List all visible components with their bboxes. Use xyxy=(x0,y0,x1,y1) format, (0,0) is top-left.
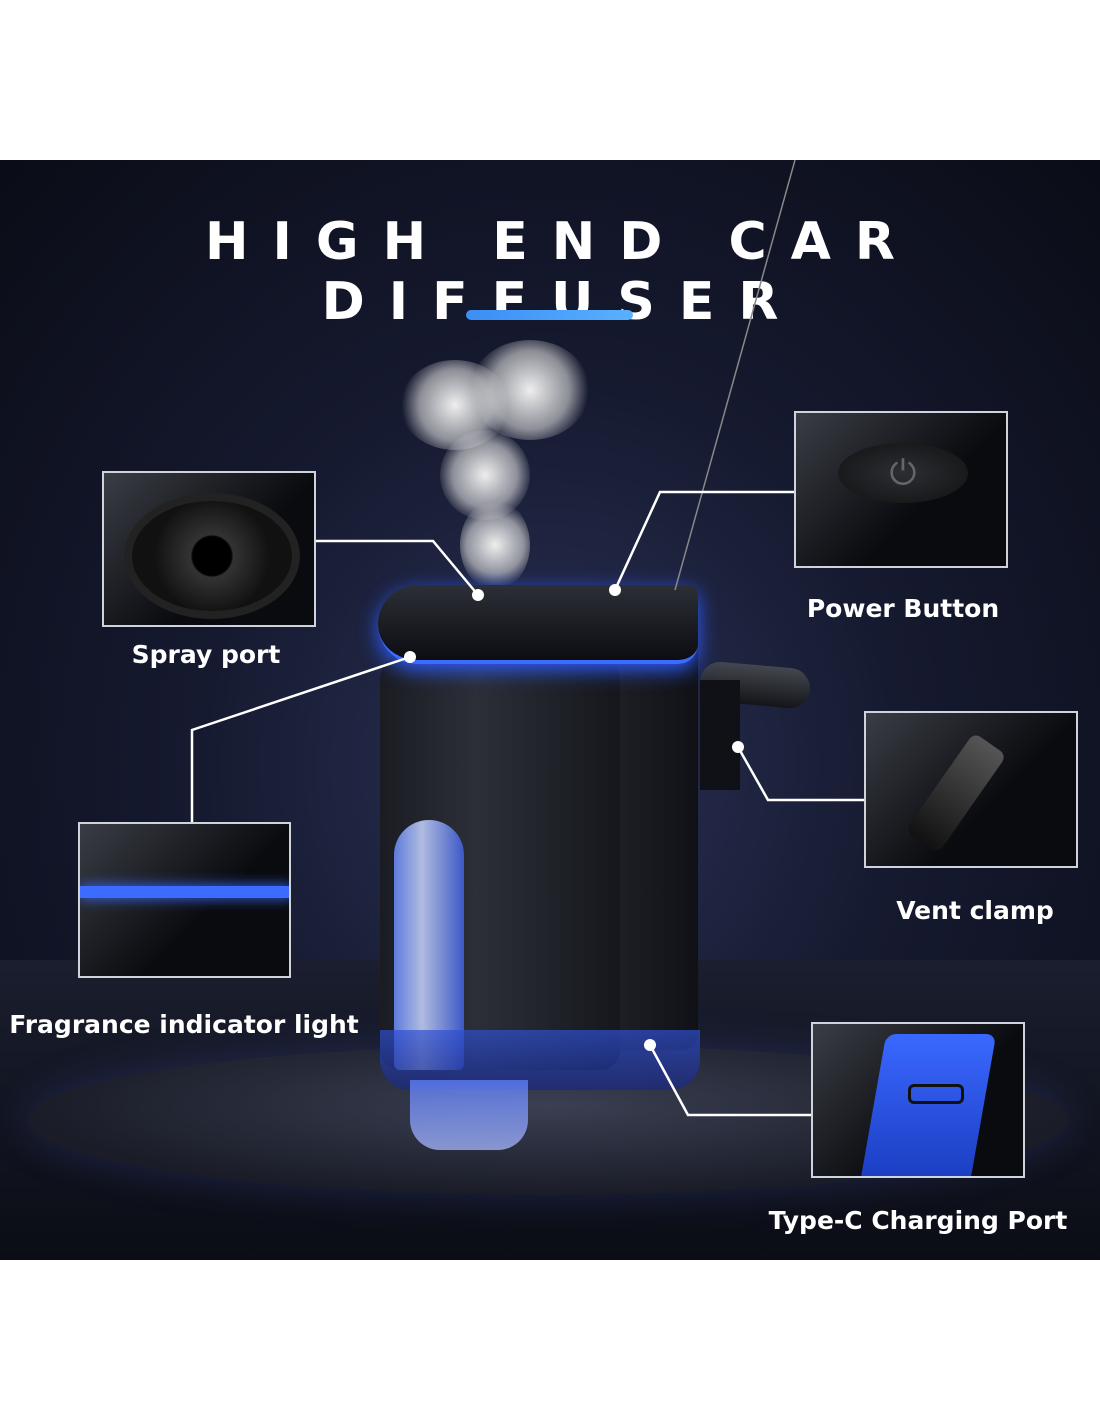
vent-clip-arm xyxy=(700,680,740,790)
product-image: HIGH END CAR DIFFUSER ⏻ xyxy=(0,160,1100,1260)
page-title: HIGH END CAR DIFFUSER xyxy=(205,212,919,332)
power-icon: ⏻ xyxy=(838,443,968,503)
spray-port-detail xyxy=(102,471,316,627)
vent-clamp-label: Vent clamp xyxy=(896,896,1054,925)
device-cup xyxy=(410,1080,528,1150)
spray-port-label: Spray port xyxy=(131,640,281,669)
power-button-label: Power Button xyxy=(806,594,1000,623)
fragrance-window xyxy=(394,820,464,1070)
type-c-port-detail xyxy=(811,1022,1025,1178)
fragrance-indicator-detail xyxy=(78,822,291,978)
vent-clamp-detail xyxy=(864,711,1078,868)
device-cap xyxy=(378,585,698,664)
callout-lines xyxy=(190,160,864,1117)
power-button-detail: ⏻ xyxy=(794,411,1008,568)
fragrance-indicator-label: Fragrance indicator light xyxy=(9,1010,359,1039)
type-c-label: Type-C Charging Port xyxy=(768,1206,1068,1235)
accent-bar xyxy=(466,310,633,320)
